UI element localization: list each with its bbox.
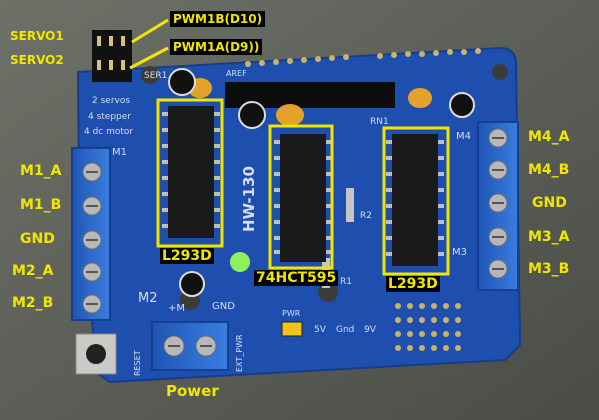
chip-l293d-right xyxy=(392,134,438,266)
chip-74hct595 xyxy=(280,134,326,262)
terminal-block-power xyxy=(151,321,229,371)
electrolytic-cap xyxy=(168,68,196,96)
highlight-box-left-chip xyxy=(156,98,224,248)
label-servo1: SERVO1 xyxy=(10,29,64,43)
mount-hole xyxy=(141,66,159,84)
silk-gnd2: Gnd xyxy=(336,325,355,335)
power-jumper xyxy=(281,321,303,337)
reset-button xyxy=(75,333,117,375)
silk-5v: 5V xyxy=(314,325,326,335)
label-chip-mid: 74HCT595 xyxy=(254,270,339,286)
silk-model: HW-130 xyxy=(240,166,258,232)
silk-m1: M1 xyxy=(112,147,127,158)
electrolytic-cap xyxy=(179,271,205,297)
mount-hole xyxy=(492,64,508,80)
pointer-line xyxy=(131,18,169,44)
label-chip-left: L293D xyxy=(160,248,214,264)
silk-line1: 2 servos xyxy=(92,96,131,106)
silk-servo: SER1 xyxy=(144,71,168,81)
electrolytic-cap xyxy=(449,92,475,118)
label-m1a: M1_A xyxy=(20,163,62,179)
label-chip-right: L293D xyxy=(386,276,440,292)
silk-pwr: PWR xyxy=(282,309,301,318)
silk-9v: 9V xyxy=(364,325,376,335)
label-gnd-right: GND xyxy=(532,195,567,211)
servo-header xyxy=(92,30,132,82)
silk-m4: M4 xyxy=(456,131,471,142)
silk-line2: 4 stepper xyxy=(88,112,132,122)
chip-l293d-left xyxy=(168,106,214,238)
label-m4b: M4_B xyxy=(528,162,570,178)
label-m3b: M3_B xyxy=(528,261,570,277)
silk-ext-pwr: EXT_PWR xyxy=(235,334,244,372)
terminal-block-right xyxy=(477,121,519,291)
highlight-box-mid-chip xyxy=(268,124,334,270)
proto-holes xyxy=(395,303,461,351)
electrolytic-cap xyxy=(238,101,266,129)
silk-plus-m: +M xyxy=(168,303,186,314)
label-m3a: M3_A xyxy=(528,229,570,245)
top-header-holes xyxy=(245,48,481,67)
silk-r2: R2 xyxy=(360,211,372,221)
label-m2b: M2_B xyxy=(12,295,54,311)
silk-m3: M3 xyxy=(452,247,467,258)
highlight-box-right-chip xyxy=(382,126,450,276)
silk-aref: AREF xyxy=(226,69,247,78)
silk-m2: M2 xyxy=(138,291,158,306)
chip-pins xyxy=(162,112,444,256)
silk-line3: 4 dc motor xyxy=(84,127,134,137)
label-m4a: M4_A xyxy=(528,129,570,145)
resistor xyxy=(346,188,354,222)
terminal-block-left xyxy=(71,147,111,321)
label-power: Power xyxy=(166,382,219,400)
silk-gnd: GND xyxy=(212,301,235,312)
silk-reset: RESET xyxy=(133,350,142,376)
label-pwm1b: PWM1B(D10) xyxy=(170,11,266,27)
label-m2a: M2_A xyxy=(12,263,54,279)
label-gnd-left: GND xyxy=(20,231,55,247)
silk-r1: R1 xyxy=(340,277,352,287)
label-pwm1a: PWM1A(D9)) xyxy=(170,39,263,55)
led xyxy=(230,252,250,272)
capacitor xyxy=(408,88,432,108)
silk-rn1: RN1 xyxy=(370,117,389,127)
label-m1b: M1_B xyxy=(20,197,62,213)
capacitor xyxy=(276,104,304,126)
label-servo2: SERVO2 xyxy=(10,53,64,67)
pointer-line xyxy=(129,46,169,70)
